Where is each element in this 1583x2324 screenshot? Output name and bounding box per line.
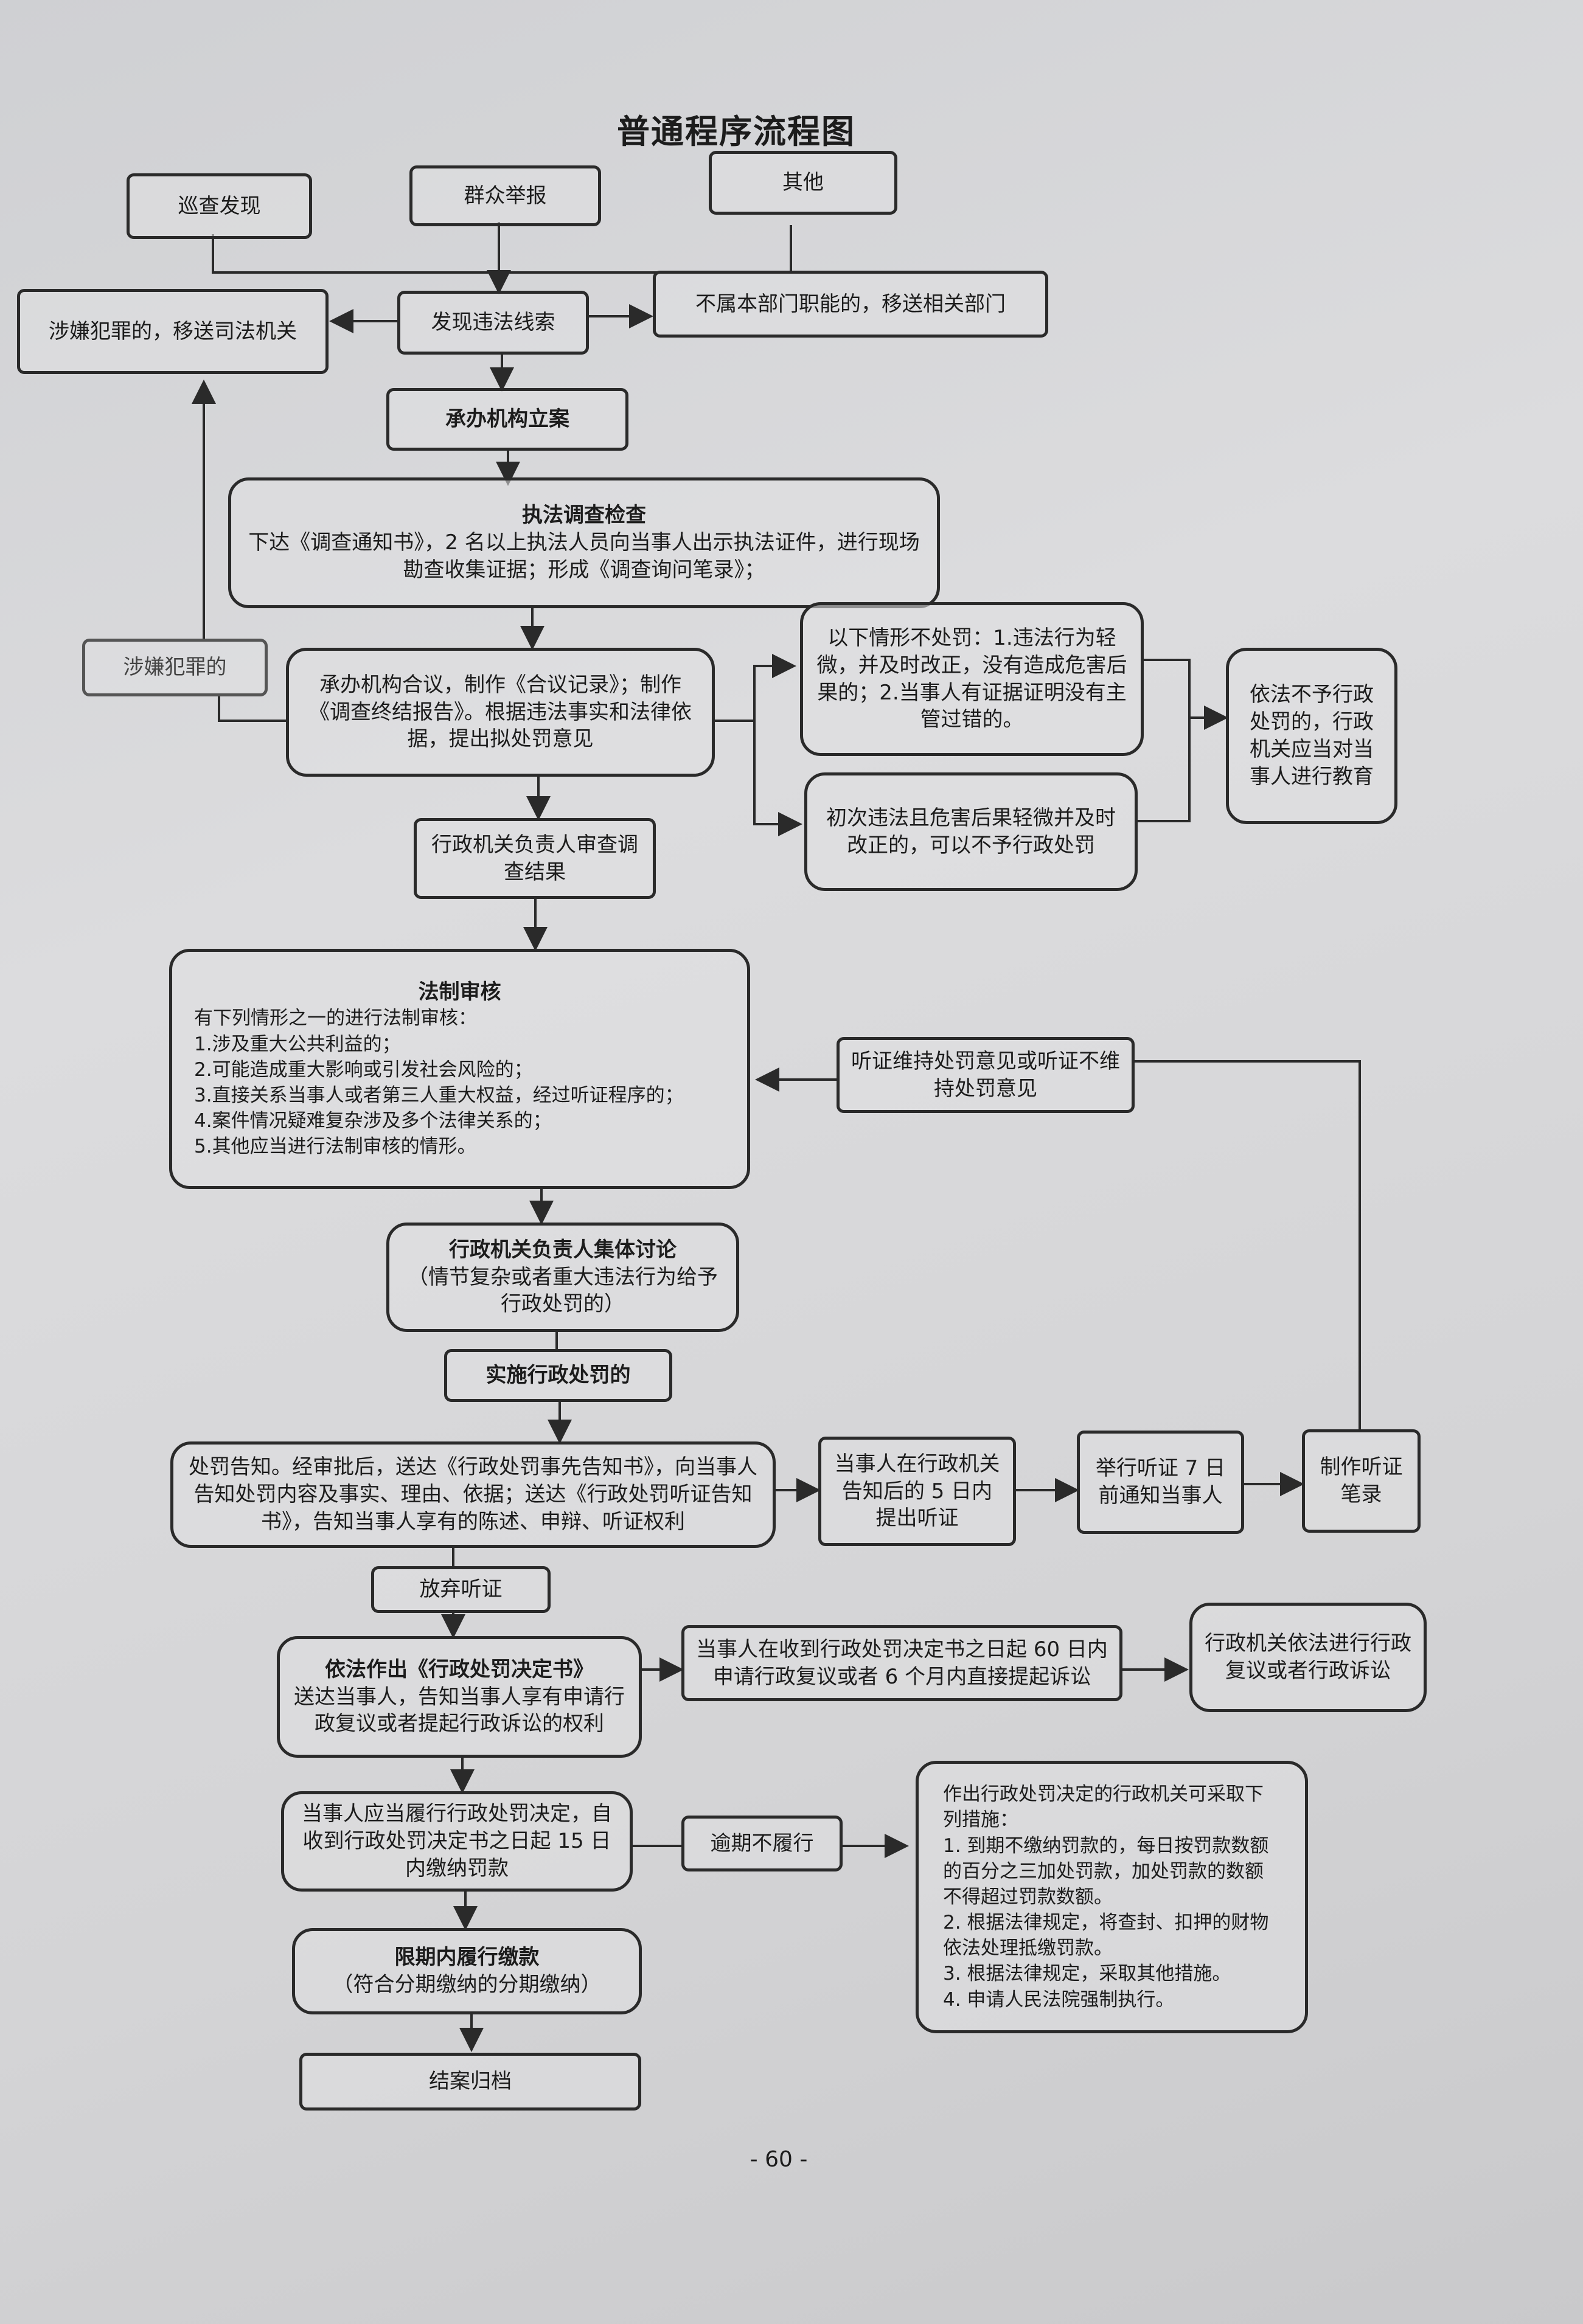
arrow-nopen2-educate — [1138, 718, 1191, 822]
node-no-penalty-1: 以下情形不处罚：1.违法行为轻微，并及时改正，没有造成危害后果的；2.当事人有证… — [800, 602, 1144, 756]
legal-review-item: 2.可能造成重大影响或引发社会风险的； — [194, 1058, 533, 1081]
node-hearing-opinion-label: 听证维持处罚意见或听证不维持处罚意见 — [851, 1049, 1120, 1101]
measures-item: 1. 到期不缴纳罚款的，每日按罚款数额的百分之三加处罚款，加处罚款的数额不得超过… — [943, 1834, 1269, 1908]
node-educate-label: 依法不予行政处罚的，行政机关应当对当事人进行教育 — [1250, 682, 1374, 789]
node-not-dept-label: 不属本部门职能的，移送相关部门 — [695, 291, 1006, 316]
node-waive-hearing: 放弃听证 — [371, 1566, 551, 1613]
node-notify-hearing-label: 举行听证 7 日前通知当事人 — [1095, 1456, 1226, 1508]
node-patrol: 巡查发现 — [127, 173, 312, 239]
node-decision: 依法作出《行政处罚决定书》 送达当事人，告知当事人享有申请行政复议或者提起行政诉… — [277, 1636, 642, 1758]
node-review-result-label: 行政机关负责人审查调查结果 — [431, 832, 638, 884]
node-patrol-label: 巡查发现 — [178, 193, 261, 218]
legal-review-item: 4.案件情况疑难复杂涉及多个法律关系的； — [194, 1110, 552, 1133]
node-not-dept: 不属本部门职能的，移送相关部门 — [653, 271, 1048, 338]
node-file-case-label: 承办机构立案 — [445, 407, 569, 432]
arrow-meeting-branch — [715, 654, 796, 722]
node-decision-title: 依法作出《行政处罚决定书》 — [325, 1657, 594, 1682]
node-no-penalty-2: 初次违法且危害后果轻微并及时改正的，可以不予行政处罚 — [804, 772, 1138, 891]
node-archive: 结案归档 — [299, 2053, 641, 2111]
node-measures: 作出行政处罚决定的行政机关可采取下列措施： 1. 到期不缴纳罚款的，每日按罚款数… — [916, 1761, 1308, 2033]
node-hearing-opinion: 听证维持处罚意见或听证不维持处罚意见 — [837, 1037, 1135, 1113]
node-measures-intro: 作出行政处罚决定的行政机关可采取下列措施： — [943, 1783, 1264, 1831]
node-crime-transfer: 涉嫌犯罪的，移送司法机关 — [17, 289, 329, 374]
node-appeal-result: 行政机关依法进行行政复议或者行政诉讼 — [1189, 1603, 1427, 1712]
node-review-result: 行政机关负责人审查调查结果 — [414, 818, 656, 899]
node-notify-hearing: 举行听证 7 日前通知当事人 — [1077, 1431, 1244, 1534]
node-legal-review: 法制审核 有下列情形之一的进行法制审核： 1.涉及重大公共利益的； 2.可能造成… — [169, 949, 750, 1189]
node-request-hearing-label: 当事人在行政机关告知后的 5 日内提出听证 — [834, 1451, 1000, 1531]
legal-review-item: 3.直接关系当事人或者第三人重大权益，经过听证程序的； — [194, 1084, 684, 1106]
node-educate: 依法不予行政处罚的，行政机关应当对当事人进行教育 — [1226, 648, 1397, 824]
node-other-label: 其他 — [782, 170, 824, 195]
node-waive-hearing-label: 放弃听证 — [419, 1577, 503, 1602]
arrow-nopen1-educate — [1144, 659, 1228, 730]
legal-review-item: 1.涉及重大公共利益的； — [194, 1033, 401, 1055]
page-number: - 60 - — [750, 2147, 808, 2172]
node-collective-title: 行政机关负责人集体讨论 — [449, 1237, 677, 1262]
node-pay-label: 当事人应当履行行政处罚决定，自收到行政处罚决定书之日起 15 日内缴纳罚款 — [302, 1802, 612, 1881]
node-crime-side: 涉嫌犯罪的 — [82, 639, 268, 696]
node-no-penalty-1-label: 以下情形不处罚：1.违法行为轻微，并及时改正，没有造成危害后果的；2.当事人有证… — [816, 625, 1127, 732]
node-implement: 实施行政处罚的 — [444, 1349, 672, 1402]
node-investigate-body: 下达《调查通知书》，2 名以上执法人员向当事人出示执法证件，进行现场勘查收集证据… — [248, 530, 920, 582]
arrow-crime-side-up — [218, 693, 286, 722]
node-no-penalty-2-label: 初次违法且危害后果轻微并及时改正的，可以不予行政处罚 — [826, 805, 1116, 858]
node-notice: 处罚告知。经审批后，送达《行政处罚事先告知书》，向当事人告知处罚内容及事实、理由… — [170, 1441, 776, 1548]
node-discover-label: 发现违法线索 — [431, 310, 555, 335]
legal-review-item: 5.其他应当进行法制审核的情形。 — [194, 1136, 476, 1158]
node-legal-review-intro: 有下列情形之一的进行法制审核： — [194, 1007, 477, 1030]
node-appeal-result-label: 行政机关依法进行行政复议或者行政诉讼 — [1205, 1631, 1411, 1683]
measures-item: 3. 根据法律规定，采取其他措施。 — [943, 1963, 1231, 1985]
node-decision-body: 送达当事人，告知当事人享有申请行政复议或者提起行政诉讼的权利 — [294, 1684, 625, 1736]
node-crime-side-label: 涉嫌犯罪的 — [123, 655, 227, 680]
node-installment: 限期内履行缴款 （符合分期缴纳的分期缴纳） — [292, 1928, 642, 2014]
node-crime-transfer-label: 涉嫌犯罪的，移送司法机关 — [49, 319, 297, 344]
node-investigate: 执法调查检查 下达《调查通知书》，2 名以上执法人员向当事人出示执法证件，进行现… — [228, 477, 940, 608]
measures-item: 2. 根据法律规定，将查封、扣押的财物依法处理抵缴罚款。 — [943, 1912, 1269, 1960]
node-legal-review-title: 法制审核 — [418, 979, 501, 1004]
arrow-meeting-branch-2 — [753, 721, 802, 836]
node-file-case: 承办机构立案 — [386, 388, 628, 451]
node-overdue: 逾期不履行 — [681, 1816, 843, 1871]
node-pay: 当事人应当履行行政处罚决定，自收到行政处罚决定书之日起 15 日内缴纳罚款 — [281, 1791, 633, 1892]
node-meeting: 承办机构合议，制作《合议记录》；制作《调查终结报告》。根据违法事实和法律依据，提… — [286, 648, 715, 777]
node-implement-label: 实施行政处罚的 — [485, 1363, 631, 1388]
node-discover: 发现违法线索 — [397, 291, 589, 355]
node-hearing-record: 制作听证笔录 — [1302, 1429, 1421, 1533]
node-collective-body: （情节复杂或者重大违法行为给予行政处罚的） — [408, 1264, 718, 1317]
node-appeal-window: 当事人在收到行政处罚决定书之日起 60 日内申请行政复议或者 6 个月内直接提起… — [681, 1625, 1122, 1701]
node-meeting-label: 承办机构合议，制作《合议记录》；制作《调查终结报告》。根据违法事实和法律依据，提… — [309, 672, 692, 752]
node-archive-label: 结案归档 — [429, 2069, 512, 2094]
node-appeal-window-label: 当事人在收到行政处罚决定书之日起 60 日内申请行政复议或者 6 个月内直接提起… — [696, 1637, 1108, 1689]
node-installment-title: 限期内履行缴款 — [394, 1945, 540, 1970]
node-report: 群众举报 — [409, 165, 601, 226]
measures-item: 4. 申请人民法院强制执行。 — [943, 1988, 1175, 2011]
arrow-record-opinion — [1135, 1060, 1361, 1429]
node-request-hearing: 当事人在行政机关告知后的 5 日内提出听证 — [818, 1437, 1016, 1546]
node-collective: 行政机关负责人集体讨论 （情节复杂或者重大违法行为给予行政处罚的） — [386, 1223, 739, 1332]
node-overdue-label: 逾期不履行 — [710, 1831, 814, 1856]
page-title: 普通程序流程图 — [617, 113, 855, 151]
node-investigate-title: 执法调查检查 — [522, 503, 646, 528]
node-other: 其他 — [709, 151, 897, 215]
node-report-label: 群众举报 — [464, 183, 547, 208]
node-notice-label: 处罚告知。经审批后，送达《行政处罚事先告知书》，向当事人告知处罚内容及事实、理由… — [189, 1455, 757, 1534]
node-hearing-record-label: 制作听证笔录 — [1320, 1455, 1403, 1507]
node-installment-body: （符合分期缴纳的分期缴纳） — [332, 1972, 602, 1997]
